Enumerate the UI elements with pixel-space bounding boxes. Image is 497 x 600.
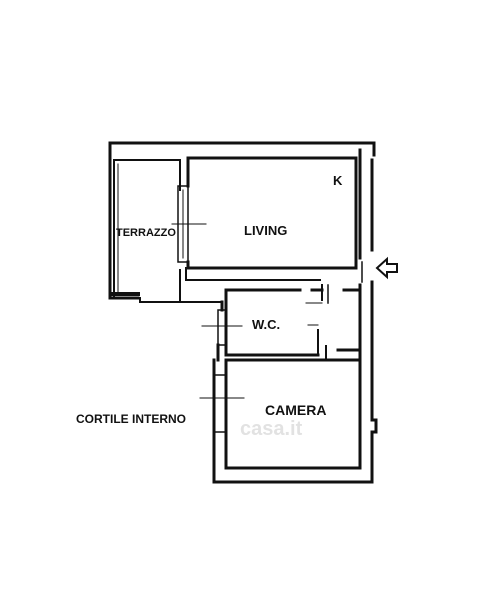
terrace-wall: [113, 159, 181, 191]
terrace-wall: [139, 269, 181, 303]
window: [177, 185, 189, 263]
room-label-camera: CAMERA: [265, 402, 327, 418]
room-label-terrazzo: TERRAZZO: [116, 227, 176, 239]
room-label-living: LIVING: [244, 223, 288, 238]
room-label-wc: W.C.: [252, 317, 281, 332]
outer-wall: [370, 280, 378, 472]
area-label-cortile: CORTILE INTERNO: [76, 412, 186, 426]
outer-wall: [108, 141, 140, 300]
watermark: casa.it: [240, 418, 303, 440]
outer-wall: [216, 300, 224, 362]
arrow-left-icon: [375, 256, 398, 280]
window: [213, 374, 227, 433]
outer-wall: [108, 141, 376, 157]
room-label-kitchen: K: [333, 173, 343, 188]
outer-wall: [212, 468, 374, 484]
interior-wall: [186, 156, 358, 270]
interior-wall: [185, 267, 321, 281]
